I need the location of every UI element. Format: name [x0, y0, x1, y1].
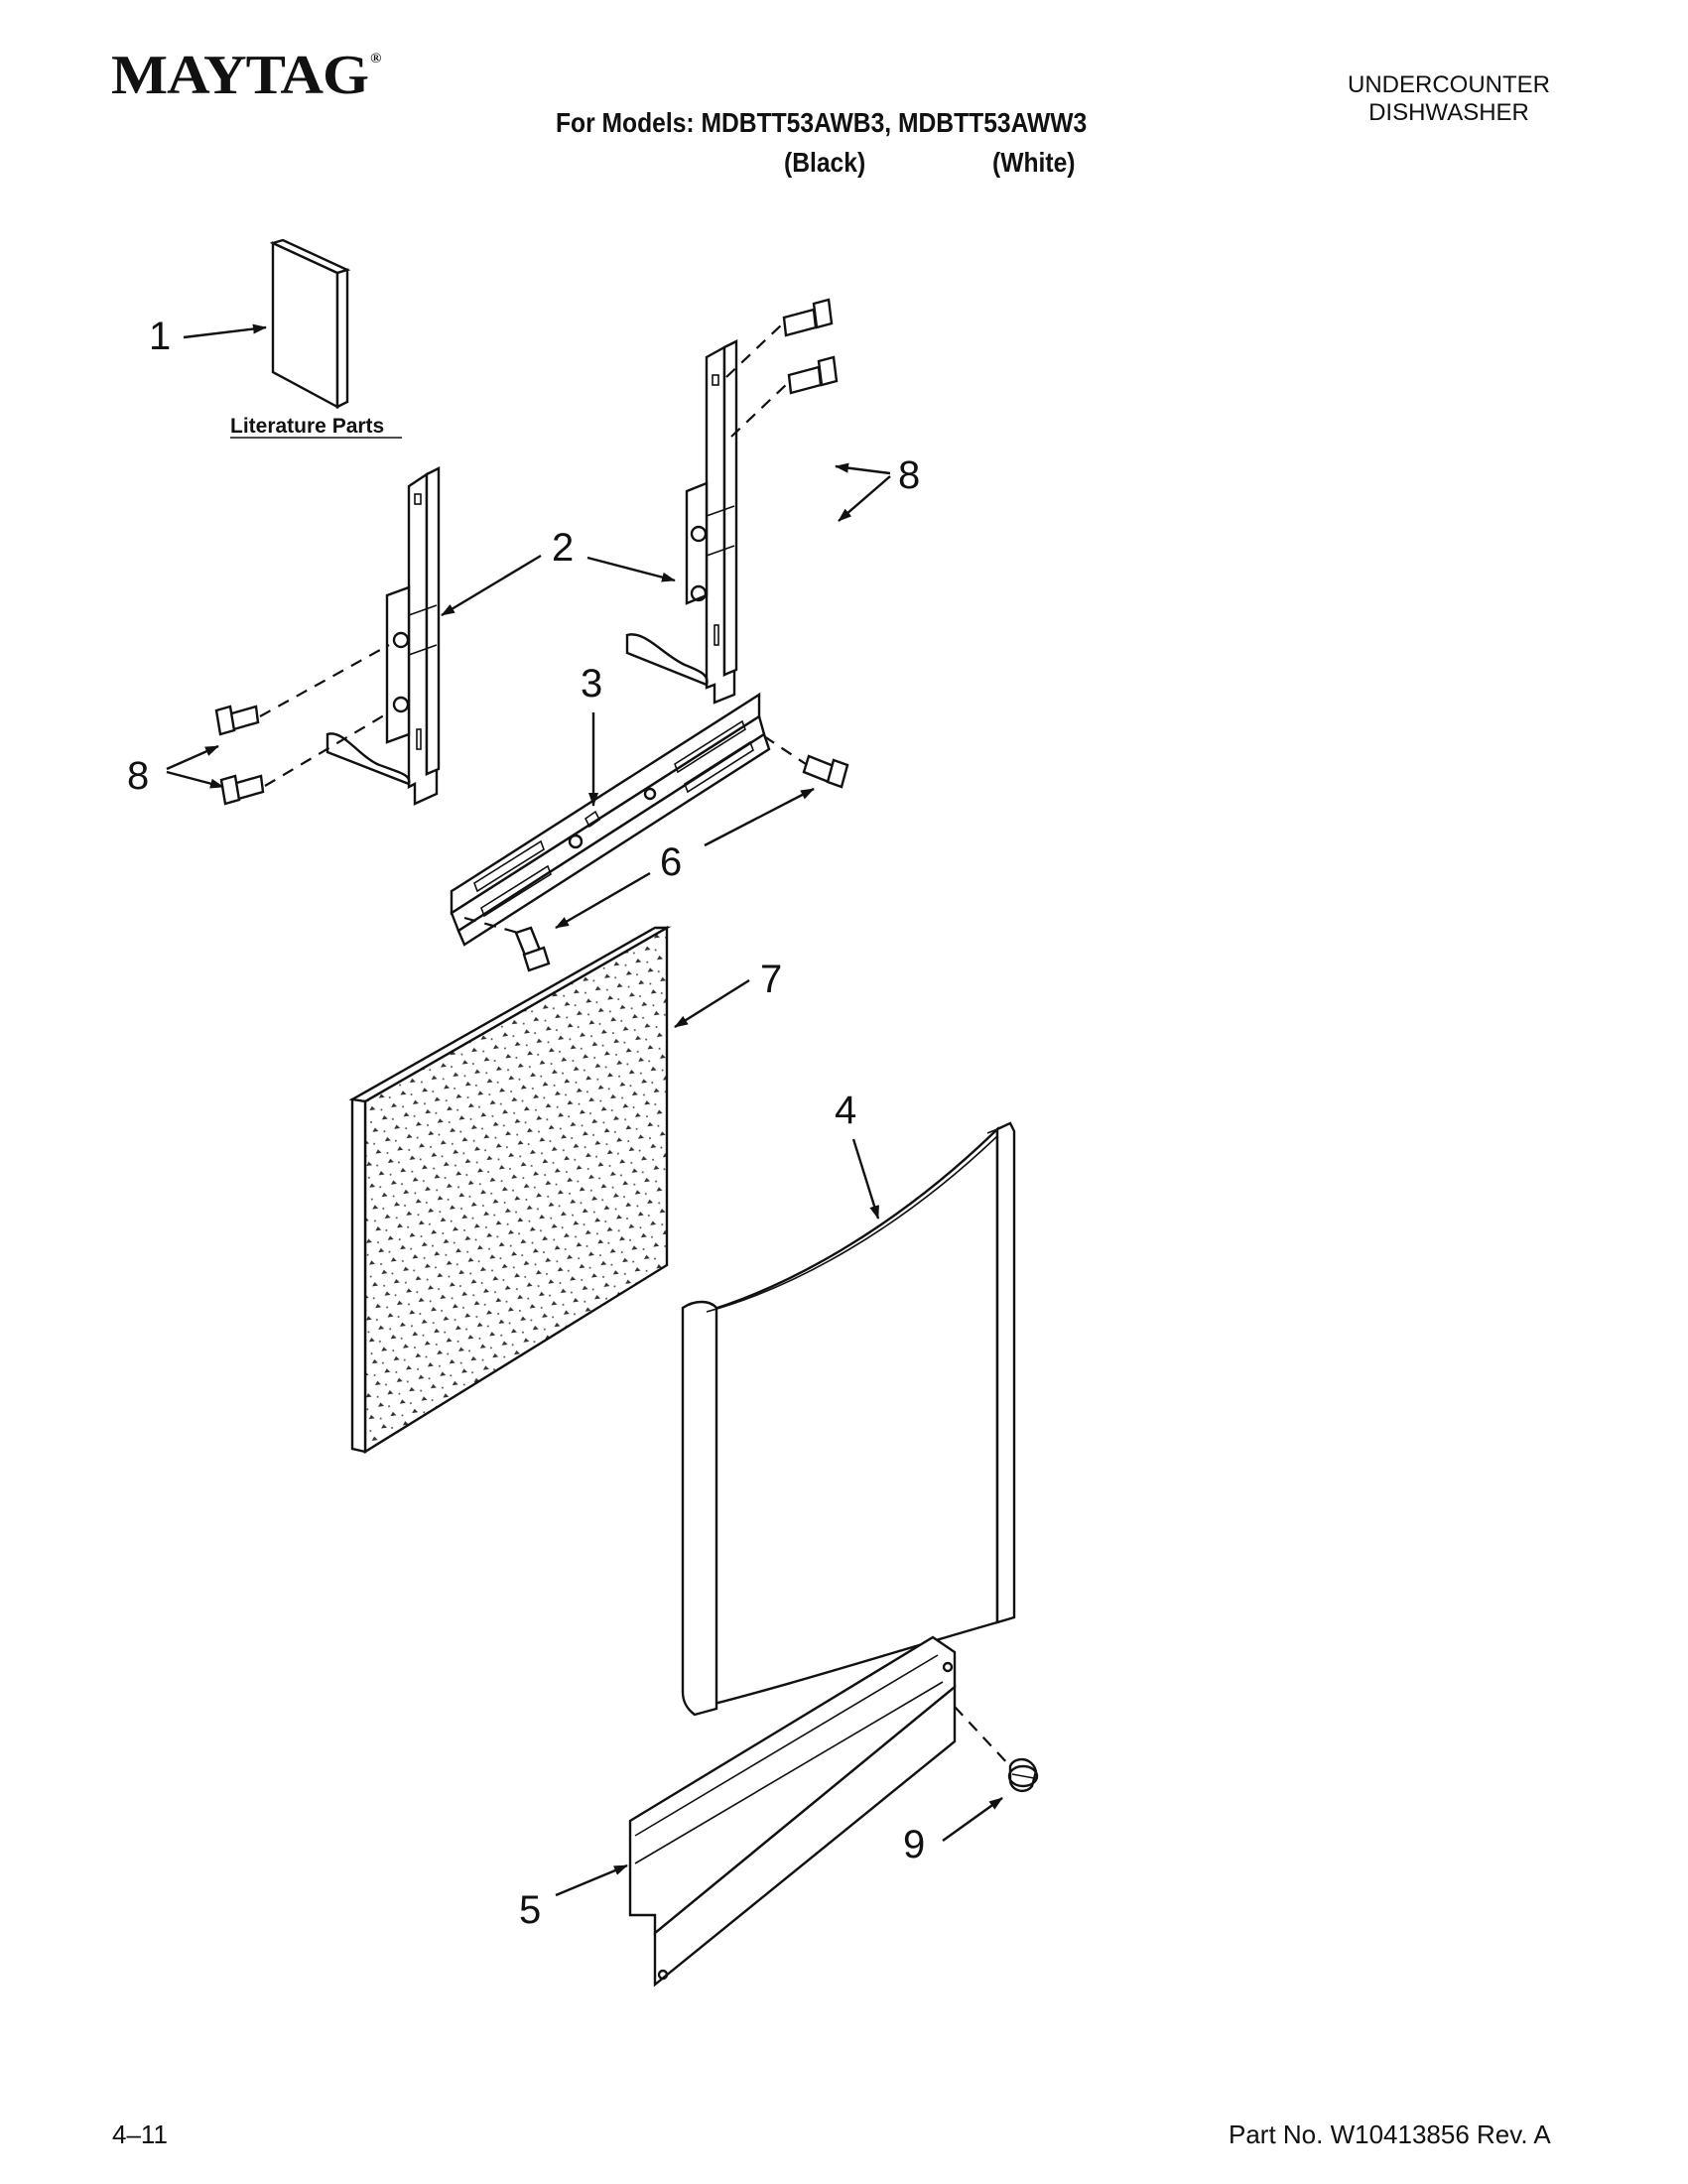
maytag-logo: MAYTAG®	[111, 44, 382, 107]
screw-path-6-right	[763, 735, 807, 765]
date-code: 4–11	[112, 2120, 168, 2149]
insulation-panel	[348, 925, 672, 1455]
leader-line-9	[942, 1797, 1003, 1842]
callout-5: 5	[519, 1888, 541, 1932]
mounting-bracket-right	[625, 339, 738, 705]
registered-mark: ®	[370, 52, 381, 66]
callout-7: 7	[760, 958, 782, 1001]
callout-8-left: 8	[127, 754, 149, 798]
models-line: For Models: MDBTT53AWB3, MDBTT53AWW3	[556, 107, 1088, 138]
screw-8-upper-right	[782, 298, 834, 337]
screw-path-lower-right	[730, 381, 790, 438]
color-white: (White)	[992, 147, 1076, 178]
screw-8-upper-left	[214, 705, 260, 736]
brace-bracket	[450, 692, 771, 947]
door-panel	[681, 1121, 1016, 1717]
leader-line-8-right-a	[835, 462, 891, 475]
leader-line-2-left	[441, 554, 542, 617]
callout-9: 9	[903, 1823, 925, 1866]
callout-6: 6	[660, 840, 682, 884]
leader-line-6-right	[704, 787, 815, 847]
leader-line-5	[555, 1863, 628, 1897]
leader-line-1	[183, 323, 267, 339]
leader-line-7	[674, 978, 750, 1029]
screw-path-upper-left	[259, 644, 390, 717]
screw-path-6-left	[463, 916, 519, 935]
screw-8-lower-left	[219, 774, 265, 806]
callout-2: 2	[552, 526, 574, 570]
literature-parts-booklet	[269, 238, 351, 410]
mounting-bracket-left	[325, 466, 441, 806]
callout-3: 3	[581, 662, 602, 706]
callout-1: 1	[149, 315, 171, 358]
callout-8-right: 8	[898, 453, 920, 497]
screw-path-9	[954, 1706, 1011, 1767]
screw-6-left	[514, 926, 551, 972]
leader-line-6-left	[555, 871, 651, 930]
screw-8-lower-right	[787, 355, 839, 395]
leader-line-4	[851, 1138, 880, 1220]
callout-4: 4	[835, 1089, 856, 1132]
leader-line-8-left-a	[166, 744, 219, 771]
document-type-line1: UNDERCOUNTER	[1348, 71, 1550, 98]
screw-path-upper-right	[725, 321, 785, 378]
toe-panel	[628, 1635, 957, 1988]
color-black: (Black)	[784, 147, 866, 178]
brand-name: MAYTAG	[111, 45, 369, 106]
screw-6-right	[802, 754, 849, 789]
screw-path-lower-left	[264, 711, 390, 787]
leader-line-8-right-b	[838, 475, 891, 522]
document-type-line2: DISHWASHER	[1368, 99, 1529, 126]
part-number: Part No. W10413856 Rev. A	[1229, 2120, 1551, 2149]
leader-line-2-right	[586, 556, 676, 582]
leader-line-8-left-b	[166, 770, 224, 789]
document-type: UNDERCOUNTER DISHWASHER	[1290, 71, 1608, 127]
screw-9	[1007, 1757, 1039, 1793]
literature-parts-label: Literature Parts	[230, 415, 384, 438]
